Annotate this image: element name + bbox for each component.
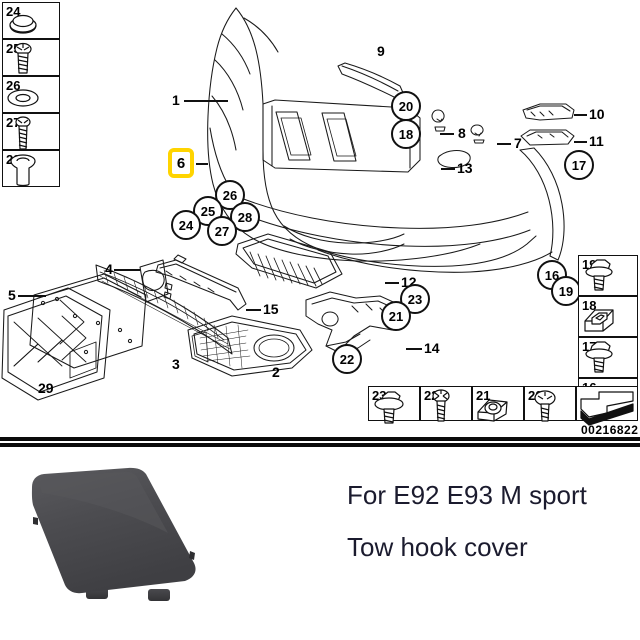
product-title-line-1: For E92 E93 M sport [347,480,587,510]
legend-cell-22: 22 [420,386,472,422]
product-title-line-2: Tow hook cover [347,532,528,562]
divider-bottom [0,443,640,447]
legend-cell-18: 18 [578,296,638,337]
legend-cell-arrow-row [576,386,638,426]
part-label-3: 3 [172,356,180,372]
leader-line-13 [441,168,455,170]
leader-line-6 [196,163,208,165]
legend-number-18: 18 [582,298,597,313]
leader-line-15 [246,309,261,311]
leader-line-12 [385,282,399,284]
tow-hook-cover-photo [31,467,196,601]
legend-cell-26: 26 [2,76,60,113]
leader-line-11 [574,141,587,143]
callout-circle-19: 19 [551,276,581,306]
square-clip-nut-icon [579,297,637,336]
callout-circle-18: 18 [391,119,421,149]
leader-line-4 [114,269,140,271]
legend-cell-24: 24 [2,2,60,39]
washer-icon [3,77,59,112]
divider-top [0,437,640,441]
part-label-4: 4 [105,261,113,277]
grommet-bushing-icon [3,151,59,187]
callout-circle-17: 17 [564,150,594,180]
button-head-screw-icon [525,387,575,422]
part-label-13: 13 [457,160,473,176]
bumper-line-art [1,7,575,401]
legend-number-21: 21 [476,388,491,403]
hex-washer-screw-icon [369,387,419,424]
legend-cell-19: 19 [578,255,638,296]
leader-line-14 [406,348,422,350]
highlighted-callout-6[interactable]: 6 [168,148,194,178]
leader-line-8 [440,133,454,135]
leader-line-5 [18,295,46,297]
part-label-9: 9 [377,43,385,59]
part-label-11: 11 [589,133,604,149]
part-label-10: 10 [589,106,605,122]
part-label-15: 15 [263,301,279,317]
legend-cell-25: 25 [2,39,60,76]
legend-cell-27: 27 [2,113,60,150]
leader-line-10 [574,114,587,116]
hex-flange-screw-icon [579,338,637,377]
legend-cell-20: 20 [524,386,576,422]
long-screw-icon [3,114,59,150]
highlight-box-label[interactable]: 6 [168,148,194,178]
part-label-14: 14 [424,340,440,356]
diagram-number: 00216822 [581,423,639,437]
callout-circle-24: 24 [171,210,201,240]
part-label-8: 8 [458,125,466,141]
pan-head-screw-icon [3,40,59,75]
part-label-2: 2 [272,364,280,380]
legend-cell-23: 23 [368,386,420,424]
legend-number-26: 26 [6,78,21,93]
callout-circle-27: 27 [207,216,237,246]
part-label-1: 1 [172,92,180,108]
part-label-29: 29 [38,380,54,396]
torx-screw-icon [421,387,471,422]
legend-cell-17: 17 [578,337,638,378]
leader-line-7 [497,143,511,145]
callout-circle-22: 22 [332,344,362,374]
part-label-5: 5 [8,287,16,303]
leader-line-1 [184,100,228,102]
legend-cell-21: 21 [472,386,524,422]
part-label-7: 7 [514,135,522,151]
cap-plug-icon [3,3,59,38]
callout-circle-20: 20 [391,91,421,121]
callout-circle-21: 21 [381,301,411,331]
product-photo-panel: For E92 E93 M sport Tow hook cover [0,447,640,640]
legend-number-24: 24 [6,4,21,19]
sheet-metal-nut-icon [473,387,523,422]
hex-flange-screw-icon [579,256,637,295]
legend-cell-28: 28 [2,150,60,187]
